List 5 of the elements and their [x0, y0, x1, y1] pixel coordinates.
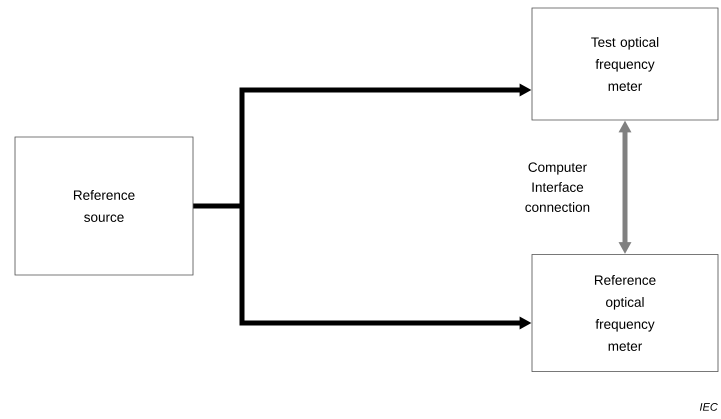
edge-label: Computer Interface connection [525, 162, 590, 212]
source-note: IEC [700, 403, 718, 411]
process-box: Reference optical frequency meter [532, 254, 718, 372]
process-box: Test optical frequency meter [532, 8, 718, 120]
process-box: Reference source [14, 136, 194, 276]
